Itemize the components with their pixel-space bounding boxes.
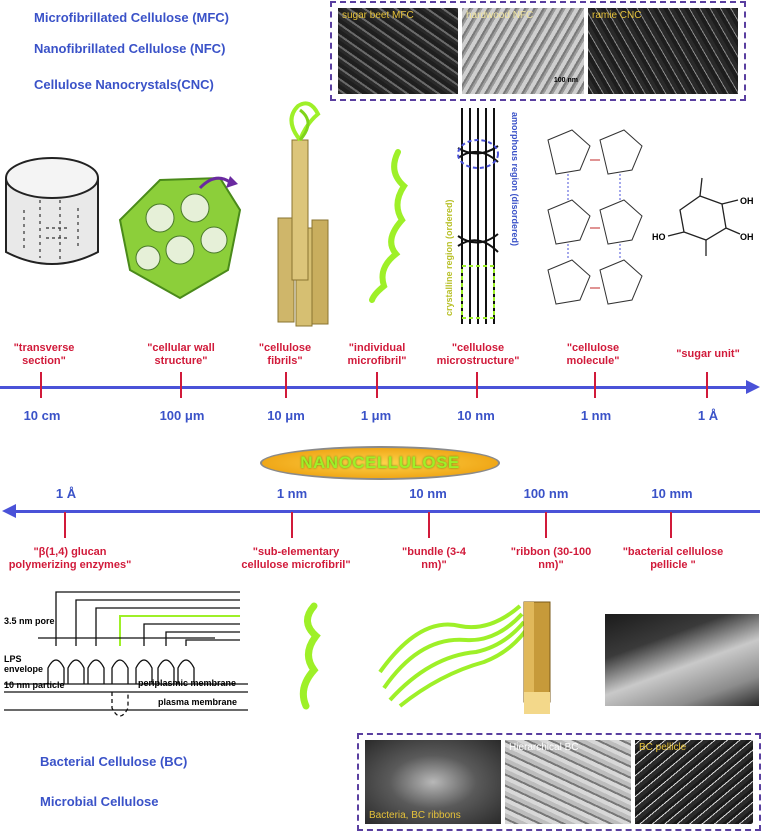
plasma-membrane-label: plasma membrane bbox=[158, 697, 238, 707]
lower-label-sub-elementary-microfibril: "sub-elementary cellulose microfibril" bbox=[241, 546, 351, 571]
lower-label-bundle: "bundle (3-4 nm)" bbox=[402, 546, 466, 571]
sub-elementary-microfibril-illustration bbox=[299, 602, 321, 710]
hardwood-nfc-image: hardwood NFC 100 nm bbox=[462, 8, 584, 94]
lower-scale-axis bbox=[16, 510, 760, 513]
svg-text:OH: OH bbox=[740, 232, 754, 242]
upper-label-individual-microfibril: "individual microfibril" bbox=[347, 342, 407, 367]
cellular-wall-illustration bbox=[118, 176, 242, 300]
particle-label: 10 nm particle bbox=[4, 680, 65, 690]
upper-label-sugar-unit: "sugar unit" bbox=[676, 348, 740, 360]
svg-text:OH: OH bbox=[740, 196, 754, 206]
bacteria-bc-ribbons-image: Bacteria, BC ribbons bbox=[365, 740, 501, 824]
bc-fibril-illustrations bbox=[299, 601, 551, 714]
lower-label-ribbon: "ribbon (30-100 nm)" bbox=[510, 546, 592, 571]
bacterial-cellulose-label: Bacterial Cellulose (BC) bbox=[40, 754, 188, 769]
lower-tick bbox=[291, 512, 293, 538]
lower-tick-label-100nm: 100 nm bbox=[523, 486, 569, 501]
pore-label: 3.5 nm pore bbox=[4, 616, 55, 626]
lower-label-pellicle: "bacterial cellulose pellicle " bbox=[622, 546, 724, 571]
upper-tick-label-10cm: 10 cm bbox=[23, 408, 61, 423]
microfibril-illustration bbox=[369, 149, 408, 303]
hierarchical-bc-image: Hierarchical BC bbox=[505, 740, 631, 824]
cellulose-fibrils-illustration bbox=[277, 101, 329, 327]
upper-label-cellular-wall: "cellular wall structure" bbox=[147, 342, 215, 367]
lower-tick-label-1nm: 1 nm bbox=[276, 486, 308, 501]
lps-envelope-label: LPS envelope bbox=[4, 654, 44, 674]
cellulose-molecule-illustration bbox=[547, 129, 643, 305]
ramie-cnc-image: ramie CNC bbox=[588, 8, 738, 94]
lower-tick-label-1a: 1 Å bbox=[55, 486, 77, 501]
bc-pellicle-image: BC pellicle bbox=[635, 740, 753, 824]
lower-axis-arrowhead bbox=[2, 504, 16, 518]
sugar-unit-illustration: OH OH HO bbox=[652, 177, 754, 256]
upper-label-cellulose-fibrils: "cellulose fibrils" bbox=[258, 342, 312, 367]
upper-tick bbox=[40, 372, 42, 398]
membrane-diagram bbox=[4, 591, 248, 717]
crystalline-region-label: crystalline region (ordered) bbox=[444, 199, 454, 316]
bundle-illustration bbox=[378, 604, 528, 708]
upper-label-cellulose-molecule: "cellulose molecule" bbox=[566, 342, 620, 367]
upper-axis-arrowhead bbox=[746, 380, 760, 394]
upper-label-transverse-section: "transverse section" bbox=[13, 342, 75, 367]
periplasmic-membrane-label: periplasmic membrane bbox=[138, 678, 237, 688]
cellulose-microstructure-illustration bbox=[457, 108, 499, 324]
upper-tick-label-10um: 10 μm bbox=[267, 408, 305, 423]
upper-tick-label-10nm: 10 nm bbox=[457, 408, 495, 423]
micrograph-caption: Bacteria, BC ribbons bbox=[369, 810, 461, 821]
lower-tick bbox=[670, 512, 672, 538]
micrograph-caption: sugar beet MFC bbox=[342, 10, 414, 21]
upper-tick bbox=[594, 372, 596, 398]
scale-bar-label: 100 nm bbox=[553, 77, 578, 84]
sugar-beet-mfc-image: sugar beet MFC bbox=[338, 8, 458, 94]
upper-tick bbox=[285, 372, 287, 398]
lower-tick bbox=[64, 512, 66, 538]
upper-tick-label-1nm: 1 nm bbox=[580, 408, 612, 423]
mfc-label: Microfibrillated Cellulose (MFC) bbox=[34, 10, 230, 25]
upper-tick bbox=[706, 372, 708, 398]
upper-label-cellulose-microstructure: "cellulose microstructure" bbox=[436, 342, 520, 367]
micrograph-caption: hardwood NFC bbox=[466, 10, 534, 21]
lower-tick bbox=[428, 512, 430, 538]
bottom-micrograph-panel: Bacteria, BC ribbons Hierarchical BC BC … bbox=[357, 733, 761, 831]
upper-scale-axis bbox=[0, 386, 748, 389]
nfc-label: Nanofibrillated Cellulose (NFC) bbox=[34, 41, 226, 56]
upper-tick-label-1a: 1 Å bbox=[697, 408, 719, 423]
micrograph-caption: BC pellicle bbox=[639, 742, 687, 753]
nanocellulose-badge: NANOCELLULOSE bbox=[260, 446, 500, 480]
lower-tick bbox=[545, 512, 547, 538]
cnc-label: Cellulose Nanocrystals(CNC) bbox=[34, 77, 214, 92]
upper-tick-label-1um: 1 μm bbox=[360, 408, 392, 423]
top-micrograph-panel: sugar beet MFC hardwood NFC 100 nm ramie… bbox=[330, 1, 746, 101]
lower-tick-label-10mm: 10 mm bbox=[651, 486, 693, 501]
micrograph-caption: ramie CNC bbox=[592, 10, 642, 21]
upper-tick bbox=[180, 372, 182, 398]
lower-tick-label-10nm: 10 nm bbox=[409, 486, 447, 501]
log-cylinder-illustration bbox=[5, 157, 99, 265]
upper-tick bbox=[376, 372, 378, 398]
amorphous-region-label: amorphous region (disordered) bbox=[510, 112, 520, 246]
ribbon-illustration bbox=[523, 601, 551, 714]
upper-tick bbox=[476, 372, 478, 398]
bacterial-cellulose-pellicle-photo bbox=[605, 614, 759, 706]
svg-text:HO: HO bbox=[652, 232, 666, 242]
micrograph-caption: Hierarchical BC bbox=[509, 742, 579, 753]
upper-tick-label-100um: 100 μm bbox=[159, 408, 205, 423]
microbial-cellulose-label: Microbial Cellulose bbox=[40, 794, 159, 809]
hierarchy-illustrations: amorphous region (disordered) crystallin… bbox=[5, 101, 754, 327]
lower-label-glucan-enzymes: "β(1,4) glucan polymerizing enzymes" bbox=[8, 546, 132, 571]
